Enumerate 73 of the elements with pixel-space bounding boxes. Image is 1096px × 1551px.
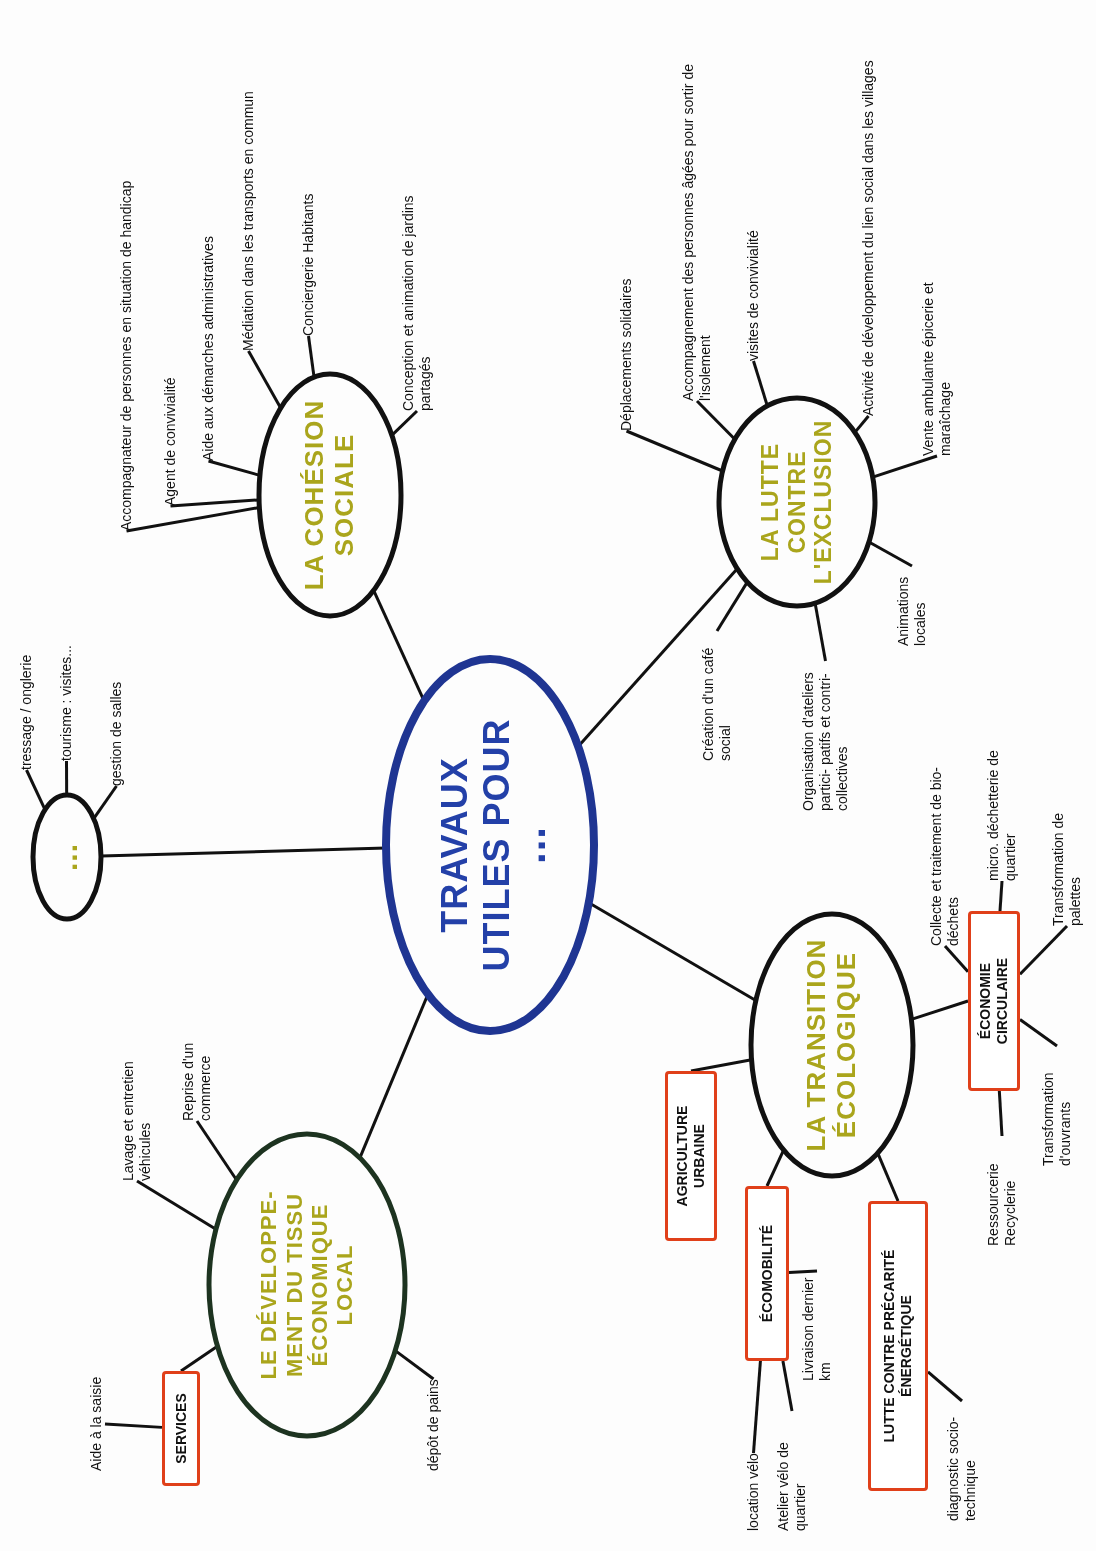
branch-label: Activité de développement du lien social dans les villages [860,60,877,416]
topic-title: LA LUTTE CONTRE L'EXCLUSION [757,418,837,587]
branch-label: Reprise d'un commerce [180,1001,214,1121]
branch-label: Collecte et traitement de bio-déchets [928,746,962,946]
branch-label: Organisation d'ateliers partici- patifs et contri- collectives [800,661,851,811]
connector-line [752,1360,762,1454]
topic-title: LA COHÉSION SOCIALE [300,398,360,593]
branch-label: Déplacements solidaires [618,278,635,431]
connector-line [247,350,282,409]
branch-label: Transformation d'ouvrants [1040,1046,1074,1166]
connector-line [943,945,970,973]
branch-label: diagnostic socio-technique [945,1401,979,1521]
connector-line [998,880,1004,912]
topic-title: LA TRANSITION ÉCOLOGIQUE [802,937,862,1154]
topic-title: TRAVAUX UTILES POUR [434,717,517,974]
branch-label: Vente ambulante épicerie et maraîchage [920,256,954,456]
branch-label: location vélo [745,1453,762,1531]
category-box: AGRICULTURE URBAINE [665,1071,717,1241]
connector-line [136,1179,217,1231]
connector-line [126,506,260,533]
category-box: SERVICES [162,1371,200,1486]
connector-line [195,1120,238,1181]
branch-label: tourisme : visites... [58,645,75,761]
branch-label: tressage / onglerie [18,654,35,770]
ellipsis-mark: ... [517,825,546,864]
connector-line [868,540,913,568]
connector-line [1019,1018,1058,1048]
connector-line [872,454,938,479]
connector-line [307,335,316,378]
branch-label: visites de convivialité [745,230,762,361]
branch-label: Animations locales [895,566,929,646]
connector-line [104,1422,163,1429]
connector-line [752,360,769,407]
connector-line [997,1090,1004,1137]
branch-label: Accompagnement des personnes âgées pour sortir de l'isolement [680,11,714,401]
connector-line [853,415,870,434]
connector-line [1018,924,1069,976]
branch-label: dépôt de pains [425,1379,442,1471]
connector-line [65,761,69,795]
connector-line [715,581,749,632]
connector-line [92,785,118,820]
branch-label: Médiation dans les transports en commun [240,91,257,351]
branch-label: Ressourcerie Recyclerie [985,1136,1019,1246]
connector-line [25,769,47,811]
connector-line [170,498,260,508]
topic-title: LE DÉVELOPPE- MENT DU TISSU ÉCONOMIQUE LOCAL [256,1189,358,1382]
category-box: ÉCOMOBILITÉ [745,1186,789,1361]
category-box: LUTTE CONTRE PRÉCARITÉ ÉNERGÉTIQUE [868,1201,928,1491]
branch-label: Conciergerie Habitants [300,193,317,336]
connector-line [876,1152,900,1202]
branch-label: Livraison dernier km [800,1271,834,1381]
connector-line [208,459,261,477]
branch-label: Création d'un café social [700,631,734,761]
connector-line [690,1058,752,1073]
branch-label: Accompagnateur de personnes en situation de handicap [118,180,135,531]
branch-label: Agent de convivialité [162,377,179,506]
connector-line [695,399,736,441]
connector-line [927,1370,963,1403]
branch-label: Aide aux démarches administratives [200,236,217,461]
connector-line [765,1149,785,1187]
branch-label: Conception et animation de jardins partagés [400,161,434,411]
branch-label: Transformation de palettes [1050,806,1084,926]
connector-line [788,1269,818,1274]
branch-label: Aide à la saisie [88,1376,105,1471]
branch-label: gestion de salles [108,681,125,786]
branch-label: Lavage et entretien véhicules [120,1001,154,1181]
connector-line [394,1349,435,1381]
category-box: ÉCONOMIE CIRCULAIRE [968,911,1020,1091]
connector-line [180,1344,219,1373]
connector-line [781,1360,794,1412]
topic-title: ... [49,842,84,873]
connector-line [813,602,827,662]
branch-label: Atelier vélo de quartier [775,1411,809,1531]
